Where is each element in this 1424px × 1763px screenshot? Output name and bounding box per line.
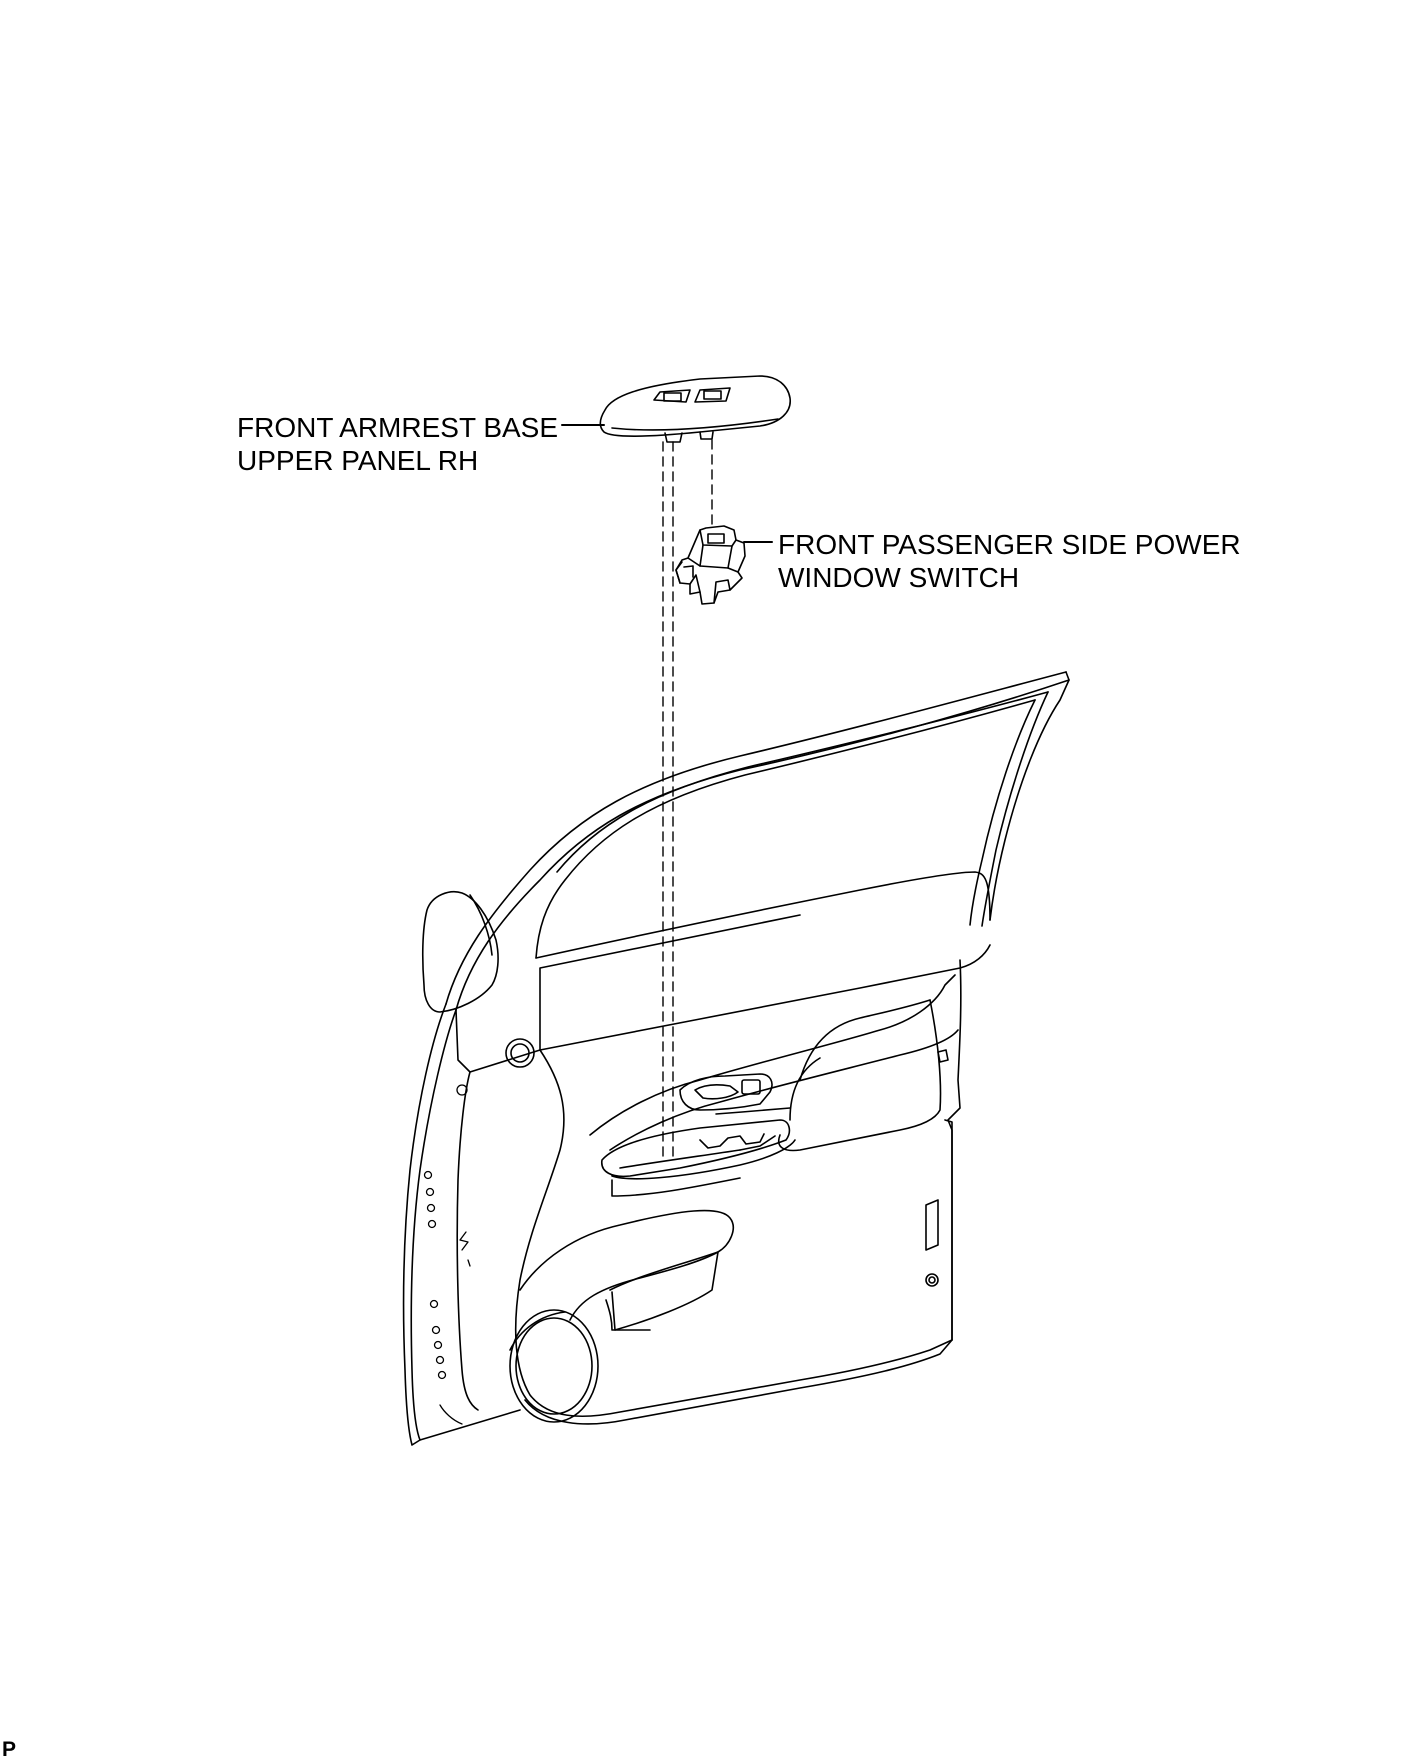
armrest-panel-label-line2: UPPER PANEL RH bbox=[237, 445, 479, 476]
door-rear-edge-details bbox=[925, 1049, 953, 1341]
armrest-panel-part bbox=[599, 375, 791, 443]
window-switch-label-line2: WINDOW SWITCH bbox=[778, 562, 1020, 593]
door-edge-holes bbox=[423, 1084, 471, 1425]
armrest-panel-label: FRONT ARMREST BASE UPPER PANEL RH bbox=[237, 411, 558, 477]
front-door-assembly bbox=[402, 671, 1070, 1446]
armrest-panel-label-line1: FRONT ARMREST BASE bbox=[237, 412, 559, 443]
window-switch-part bbox=[675, 525, 746, 605]
corner-code: P bbox=[2, 1738, 17, 1761]
alignment-lines bbox=[662, 439, 713, 1161]
window-switch-label-line1: FRONT PASSENGER SIDE POWER bbox=[778, 529, 1241, 560]
window-switch-label: FRONT PASSENGER SIDE POWER WINDOW SWITCH bbox=[778, 528, 1241, 594]
